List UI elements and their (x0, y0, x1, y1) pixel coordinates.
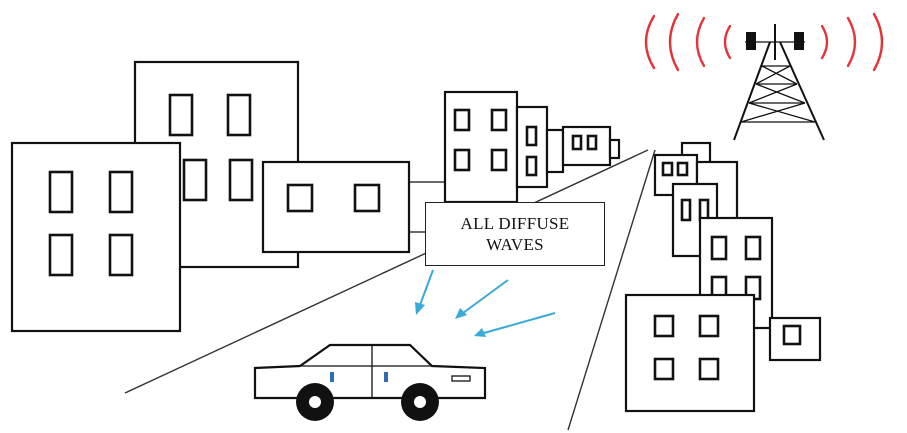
radio-waves-left (646, 14, 730, 70)
caption-line-1: ALL DIFFUSE (461, 213, 570, 234)
cell-tower-icon (734, 24, 824, 140)
building-front-left (12, 143, 180, 331)
building-right-small (770, 318, 820, 360)
radio-waves-right (822, 14, 882, 70)
building-middle-wide (263, 162, 445, 252)
diffuse-arrows (415, 270, 555, 337)
caption-line-2: WAVES (486, 234, 544, 255)
diffuse-waves-caption: ALL DIFFUSE WAVES (425, 202, 605, 266)
building-distant-left-2 (517, 107, 547, 187)
building-right-front (626, 295, 754, 411)
building-distant-left-1 (445, 92, 517, 202)
car-icon (255, 345, 485, 421)
building-distant-left-3 (547, 127, 619, 172)
